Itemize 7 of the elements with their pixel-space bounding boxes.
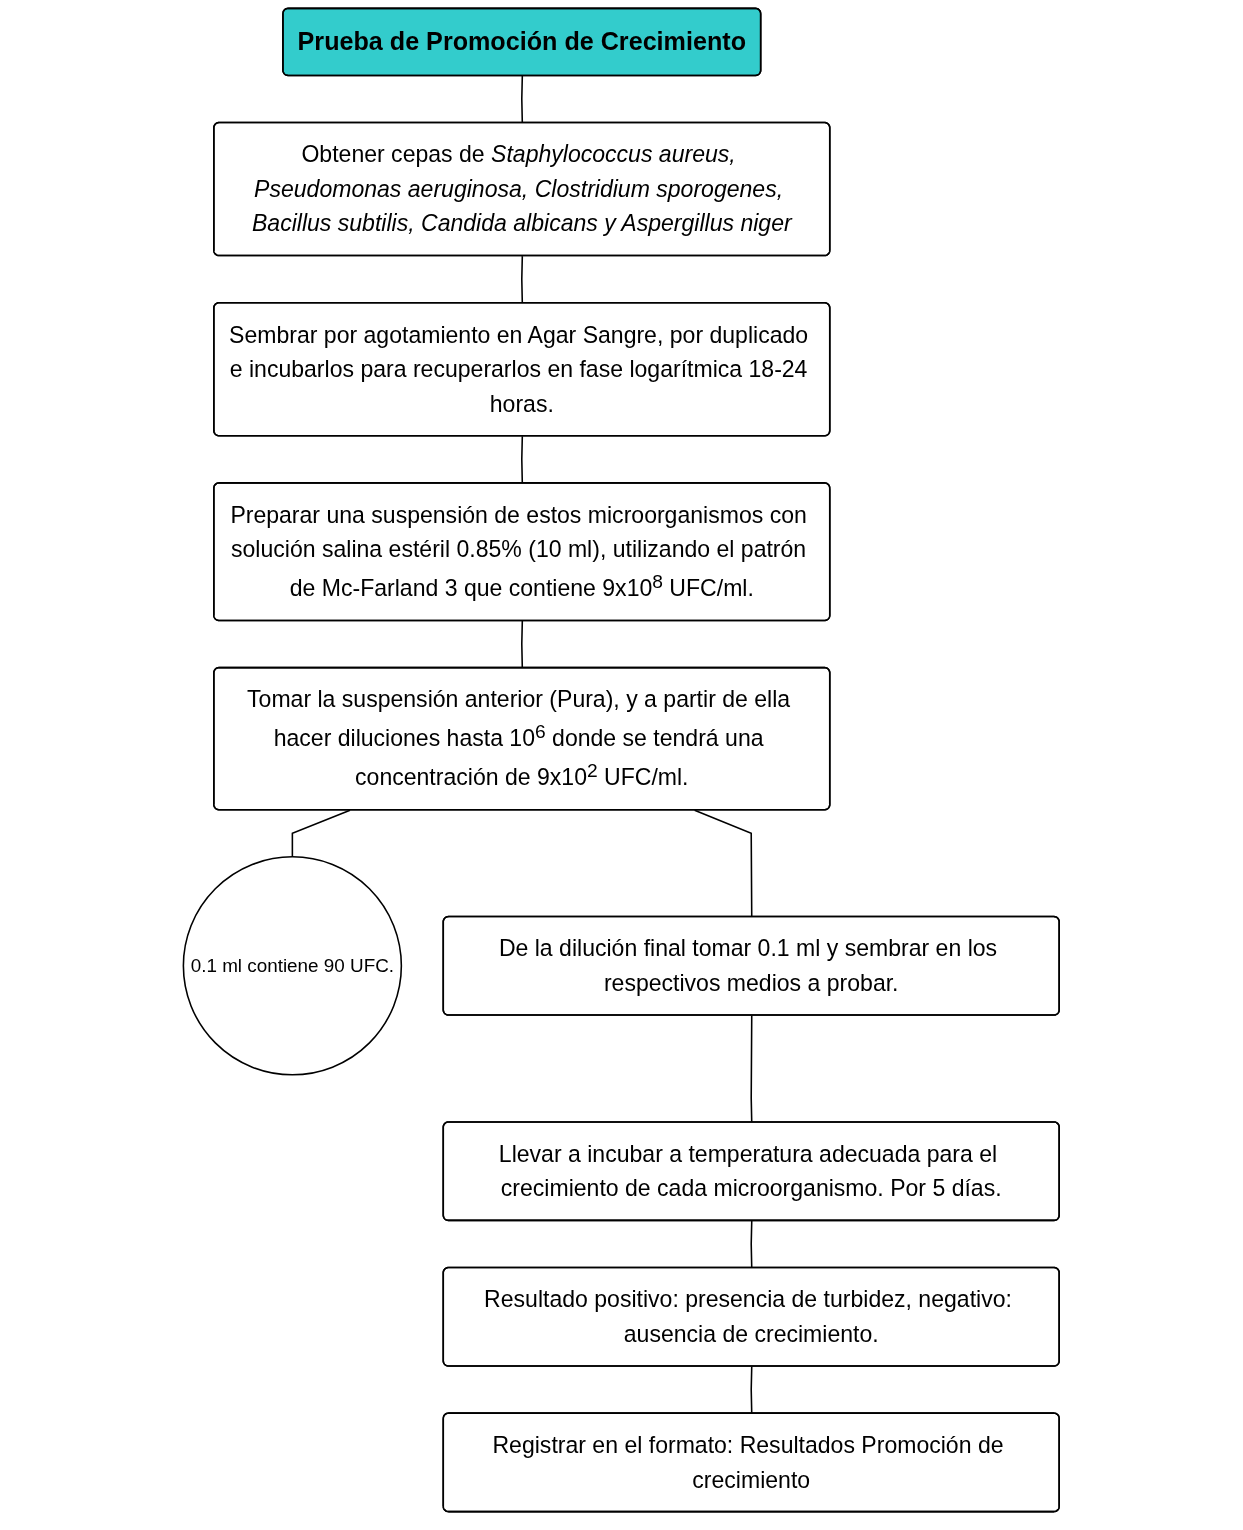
connector [521, 75, 524, 124]
node-circle: 0.1 ml contiene 90 UFC. [182, 856, 403, 1076]
connector [521, 620, 524, 669]
connector [750, 1220, 753, 1269]
connector [750, 1365, 753, 1415]
connector [291, 809, 352, 858]
connector [694, 809, 753, 918]
